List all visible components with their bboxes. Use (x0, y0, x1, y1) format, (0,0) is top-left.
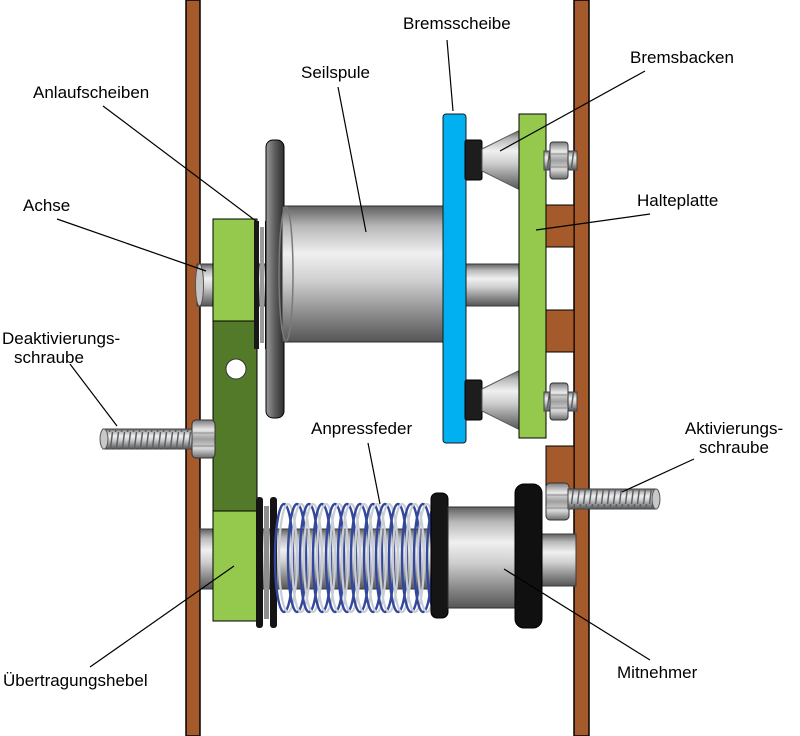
label-mitnehmer: Mitnehmer (617, 663, 698, 682)
plate-stud-bottom (543, 382, 578, 421)
label-achse: Achse (23, 196, 71, 215)
leader-uebertragungshebel (89, 565, 235, 668)
anpressfeder-part (273, 502, 447, 614)
deaktivierungsschraube-part (99, 419, 216, 459)
label-bremsbacken: Bremsbacken (630, 48, 734, 67)
label-line: schraube (699, 438, 769, 457)
label-aktivierungsschraube: Aktivierungs- schraube (674, 419, 794, 457)
driver-disc (514, 483, 543, 629)
uebertragungshebel-part (212, 218, 258, 622)
mitnehmer-part (447, 506, 519, 609)
hex-nut (545, 482, 570, 521)
hex-nut (549, 382, 569, 421)
leader-bremsbacken (499, 70, 646, 152)
leader-seilspule (337, 86, 367, 233)
label-bremsscheibe: Bremsscheibe (403, 14, 511, 33)
bremsscheibe-part (442, 113, 467, 444)
leader-anpressfeder (367, 442, 381, 505)
label-anlaufscheiben: Anlaufscheiben (33, 83, 150, 102)
wood-spacer-blocks (545, 204, 575, 493)
leader-halteplatte (535, 213, 651, 231)
leader-aktivierungsschraube (621, 458, 695, 493)
left-wall-panel (185, 0, 201, 736)
label-uebertragungshebel: Übertragungshebel (3, 671, 148, 690)
label-line: schraube (14, 348, 84, 367)
label-seilspule: Seilspule (301, 63, 370, 82)
label-anpressfeder: Anpressfeder (311, 419, 413, 438)
leader-anlaufscheiben (102, 105, 257, 222)
label-line: Deaktivierungs- (2, 329, 121, 348)
leader-deaktivierungsschraube (69, 363, 118, 427)
hex-nut (191, 419, 216, 459)
leader-achse (56, 218, 207, 272)
seilspule-part (278, 205, 457, 343)
spool-flange-disc (265, 139, 285, 419)
spring-seat-flange (430, 492, 449, 619)
label-halteplatte: Halteplatte (637, 191, 719, 210)
bremsbacken-top-part (464, 129, 521, 191)
halteplatte-part (518, 113, 547, 439)
leader-mitnehmer (503, 568, 651, 661)
hex-nut (549, 141, 569, 180)
right-shaft-stub (539, 533, 577, 587)
aktivierungsschraube-part (545, 482, 661, 521)
leader-bremsscheibe (446, 39, 454, 112)
lever-hole (225, 358, 247, 380)
right-wall-panel (573, 0, 590, 736)
leader-lines (56, 39, 695, 668)
plate-stud-top (543, 141, 578, 180)
label-line: Aktivierungs- (684, 419, 784, 438)
bremsbacken-bottom-part (464, 369, 521, 431)
label-deaktivierungsschraube: Deaktivierungs- schraube (2, 329, 120, 367)
